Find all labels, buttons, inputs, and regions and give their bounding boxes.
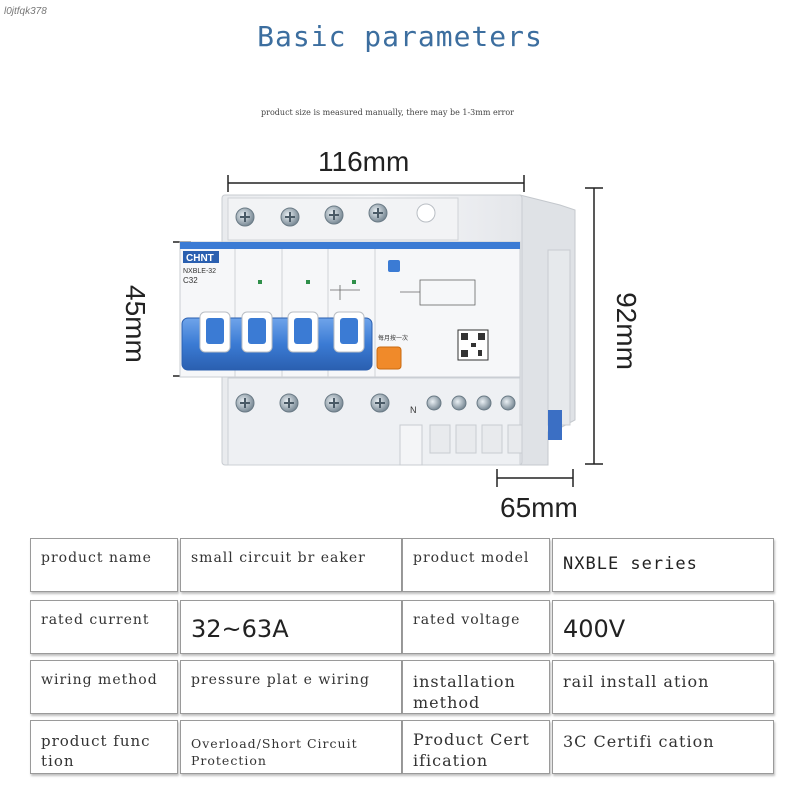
watermark: l0jtfqk378	[4, 6, 47, 17]
height-dimension-label: 45mm	[120, 285, 151, 363]
spec-value: small circuit br eaker	[180, 538, 402, 592]
spec-value: 3C Certifi cation	[552, 720, 774, 774]
spec-label: product func tion	[30, 720, 178, 774]
spec-value: rail install ation	[552, 660, 774, 714]
spec-label: wiring method	[30, 660, 178, 714]
spec-value: Overload/Short Circuit Protection	[180, 720, 402, 774]
table-row: wiring method pressure plat e wiring ins…	[30, 660, 774, 716]
depth-dimension-label: 65mm	[500, 492, 578, 523]
table-row: product name small circuit br eaker prod…	[30, 538, 774, 594]
measurement-note: product size is measured manually, there…	[261, 108, 514, 117]
spec-label: rated voltage	[402, 600, 550, 654]
total-height-dimension-line	[585, 187, 603, 465]
depth-dimension-line	[496, 469, 574, 487]
neutral-label: N	[410, 405, 417, 415]
width-dimension-label: 116mm	[318, 146, 410, 177]
spec-value: 400V	[552, 600, 774, 654]
toggle-handles	[181, 311, 373, 371]
total-height-dimension-label: 92mm	[610, 292, 642, 370]
spec-label: product name	[30, 538, 178, 592]
table-row: rated current 32~63A rated voltage 400V	[30, 600, 774, 656]
test-label: 每月按一次	[378, 334, 408, 342]
spec-value: NXBLE series	[552, 538, 774, 592]
width-dimension-line	[227, 175, 525, 192]
spec-label: installation method	[402, 660, 550, 714]
model-label: NXBLE-32	[183, 268, 216, 275]
spec-label: rated current	[30, 600, 178, 654]
table-row: product func tion Overload/Short Circuit…	[30, 720, 774, 776]
test-button	[376, 346, 402, 370]
spec-label: product model	[402, 538, 550, 592]
circuit-breaker-image: CHNT NXBLE-32 C32 每月按一次	[173, 175, 603, 487]
brand-logo: CHNT	[186, 253, 214, 264]
rating-label: C32	[183, 276, 198, 285]
spec-value: 32~63A	[180, 600, 402, 654]
spec-label: Product Cert ification	[402, 720, 550, 774]
spec-value: pressure plat e wiring	[180, 660, 402, 714]
page-title: Basic parameters	[257, 20, 543, 53]
